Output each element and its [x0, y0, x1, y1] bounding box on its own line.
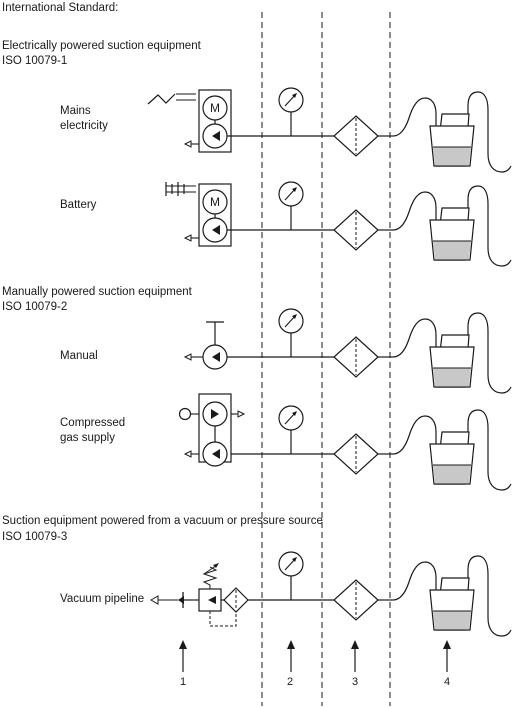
section-1-title: Electrically powered suction equipment: [2, 40, 201, 52]
row-label-compressed-gas: Compressed gas supply: [60, 417, 126, 444]
vacuum-gauge: [278, 181, 304, 231]
row-battery: M: [165, 181, 512, 267]
column-number-1: 1: [179, 676, 187, 688]
column-number-3: 3: [351, 676, 359, 688]
row-mains-electricity: M: [147, 87, 512, 173]
motor-letter: M: [210, 101, 220, 115]
collection-jar: [392, 312, 512, 394]
vacuum-gauge: [278, 405, 304, 455]
row-label-mains: Mains electricity: [60, 105, 108, 132]
regulator-sense-line: [209, 611, 237, 627]
header-title: International Standard:: [2, 2, 119, 14]
collection-jar: [392, 409, 512, 491]
regulator-spring: [202, 566, 218, 589]
bacterial-filter: [333, 209, 379, 251]
vacuum-gauge: [278, 308, 304, 358]
motor-pump-unit: [184, 89, 232, 153]
section-2-title: Manually powered suction equipment: [2, 286, 192, 298]
section-1-standard: ISO 10079-1: [2, 55, 68, 67]
motor-pump-unit: [184, 183, 232, 247]
row-label-manual: Manual: [60, 350, 98, 362]
vacuum-gauge: [278, 551, 304, 601]
collection-jar: [392, 555, 512, 637]
bacterial-filter: [333, 115, 379, 157]
collection-jar: [392, 185, 512, 267]
row-label-battery: Battery: [60, 199, 97, 211]
row-manual: [183, 308, 512, 394]
section-2-standard: ISO 10079-2: [2, 301, 68, 313]
column-number-4: 4: [443, 676, 451, 688]
column-pointer-arrows: [179, 640, 451, 672]
column-number-2: 2: [286, 676, 294, 688]
vacuum-gauge: [278, 87, 304, 137]
bacterial-filter: [333, 433, 379, 475]
mains-ac-symbol: [147, 93, 176, 105]
row-compressed-gas: [178, 393, 512, 491]
gas-supply-source: [178, 407, 192, 421]
bacterial-filter: [333, 579, 379, 621]
bacterial-filter: [333, 336, 379, 378]
section-3-standard: ISO 10079-3: [2, 531, 68, 543]
motor-letter: M: [210, 195, 220, 209]
collection-jar: [392, 91, 512, 173]
section-3-title: Suction equipment powered from a vacuum …: [2, 515, 323, 527]
row-vacuum-pipeline: [149, 551, 512, 637]
row-label-vacuum-pipeline: Vacuum pipeline: [60, 593, 145, 605]
